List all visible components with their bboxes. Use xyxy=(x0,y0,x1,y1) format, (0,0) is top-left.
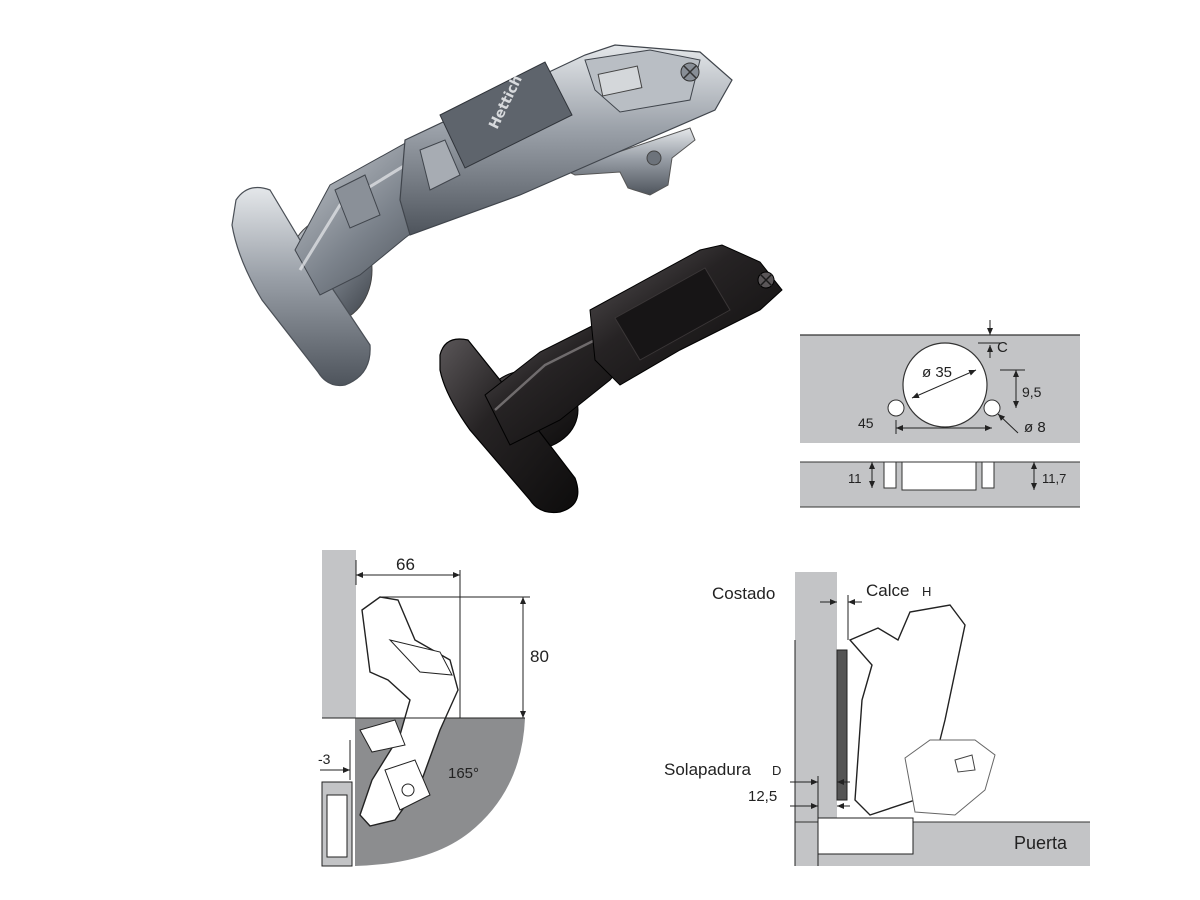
dim-11-7: 11,7 xyxy=(1042,471,1066,486)
dim-12-5: 12,5 xyxy=(748,788,777,805)
cup-hole-35 xyxy=(902,342,988,428)
dim-c: C xyxy=(997,339,1008,356)
label-calce-h: H xyxy=(922,584,931,599)
brand-plate xyxy=(439,61,573,169)
label-solapadura: Solapadura xyxy=(664,760,752,779)
dim-diameter-35: ø 35 xyxy=(922,364,952,381)
dim-9-5: 9,5 xyxy=(1022,384,1042,400)
dim-diameter-8: ø 8 xyxy=(1024,419,1046,436)
hinge-black-photo xyxy=(439,244,783,514)
drill-pattern-section: 11 11,7 xyxy=(800,461,1080,508)
dim-80: 80 xyxy=(530,647,549,666)
hinge-cup-section xyxy=(817,817,914,855)
label-calce: Calce xyxy=(866,581,909,600)
label-costado: Costado xyxy=(712,584,775,603)
dowel-hole-right xyxy=(983,399,1001,417)
dowel-hole-left xyxy=(887,399,905,417)
mounting-plate-section xyxy=(836,649,848,801)
label-solapadura-d: D xyxy=(772,763,781,778)
mounting-plate xyxy=(563,127,696,196)
cup-recess xyxy=(901,461,977,491)
mounting-diagram: Costado Calce H Solapadura D 12,5 Puerta xyxy=(664,572,1090,866)
plate-screw xyxy=(646,150,662,166)
opening-angle-diagram: 66 80 165° -3 xyxy=(318,550,549,867)
label-puerta: Puerta xyxy=(1014,833,1068,853)
hinge-open-ghost xyxy=(904,739,996,816)
dim-11: 11 xyxy=(848,471,862,486)
hinge-silver-photo: Hettich xyxy=(231,44,733,387)
drill-pattern-top-view: ø 35 C 9,5 ø 8 45 xyxy=(800,320,1080,443)
dowel-recess-right xyxy=(981,461,995,489)
door-flange xyxy=(231,187,371,387)
dim-66: 66 xyxy=(396,555,415,574)
costado-panel xyxy=(795,572,837,822)
dim-45: 45 xyxy=(858,415,874,431)
angle-165: 165° xyxy=(448,765,479,782)
dim-minus-3: -3 xyxy=(318,751,331,767)
dowel-recess-left xyxy=(883,461,897,489)
side-panel xyxy=(322,550,356,718)
